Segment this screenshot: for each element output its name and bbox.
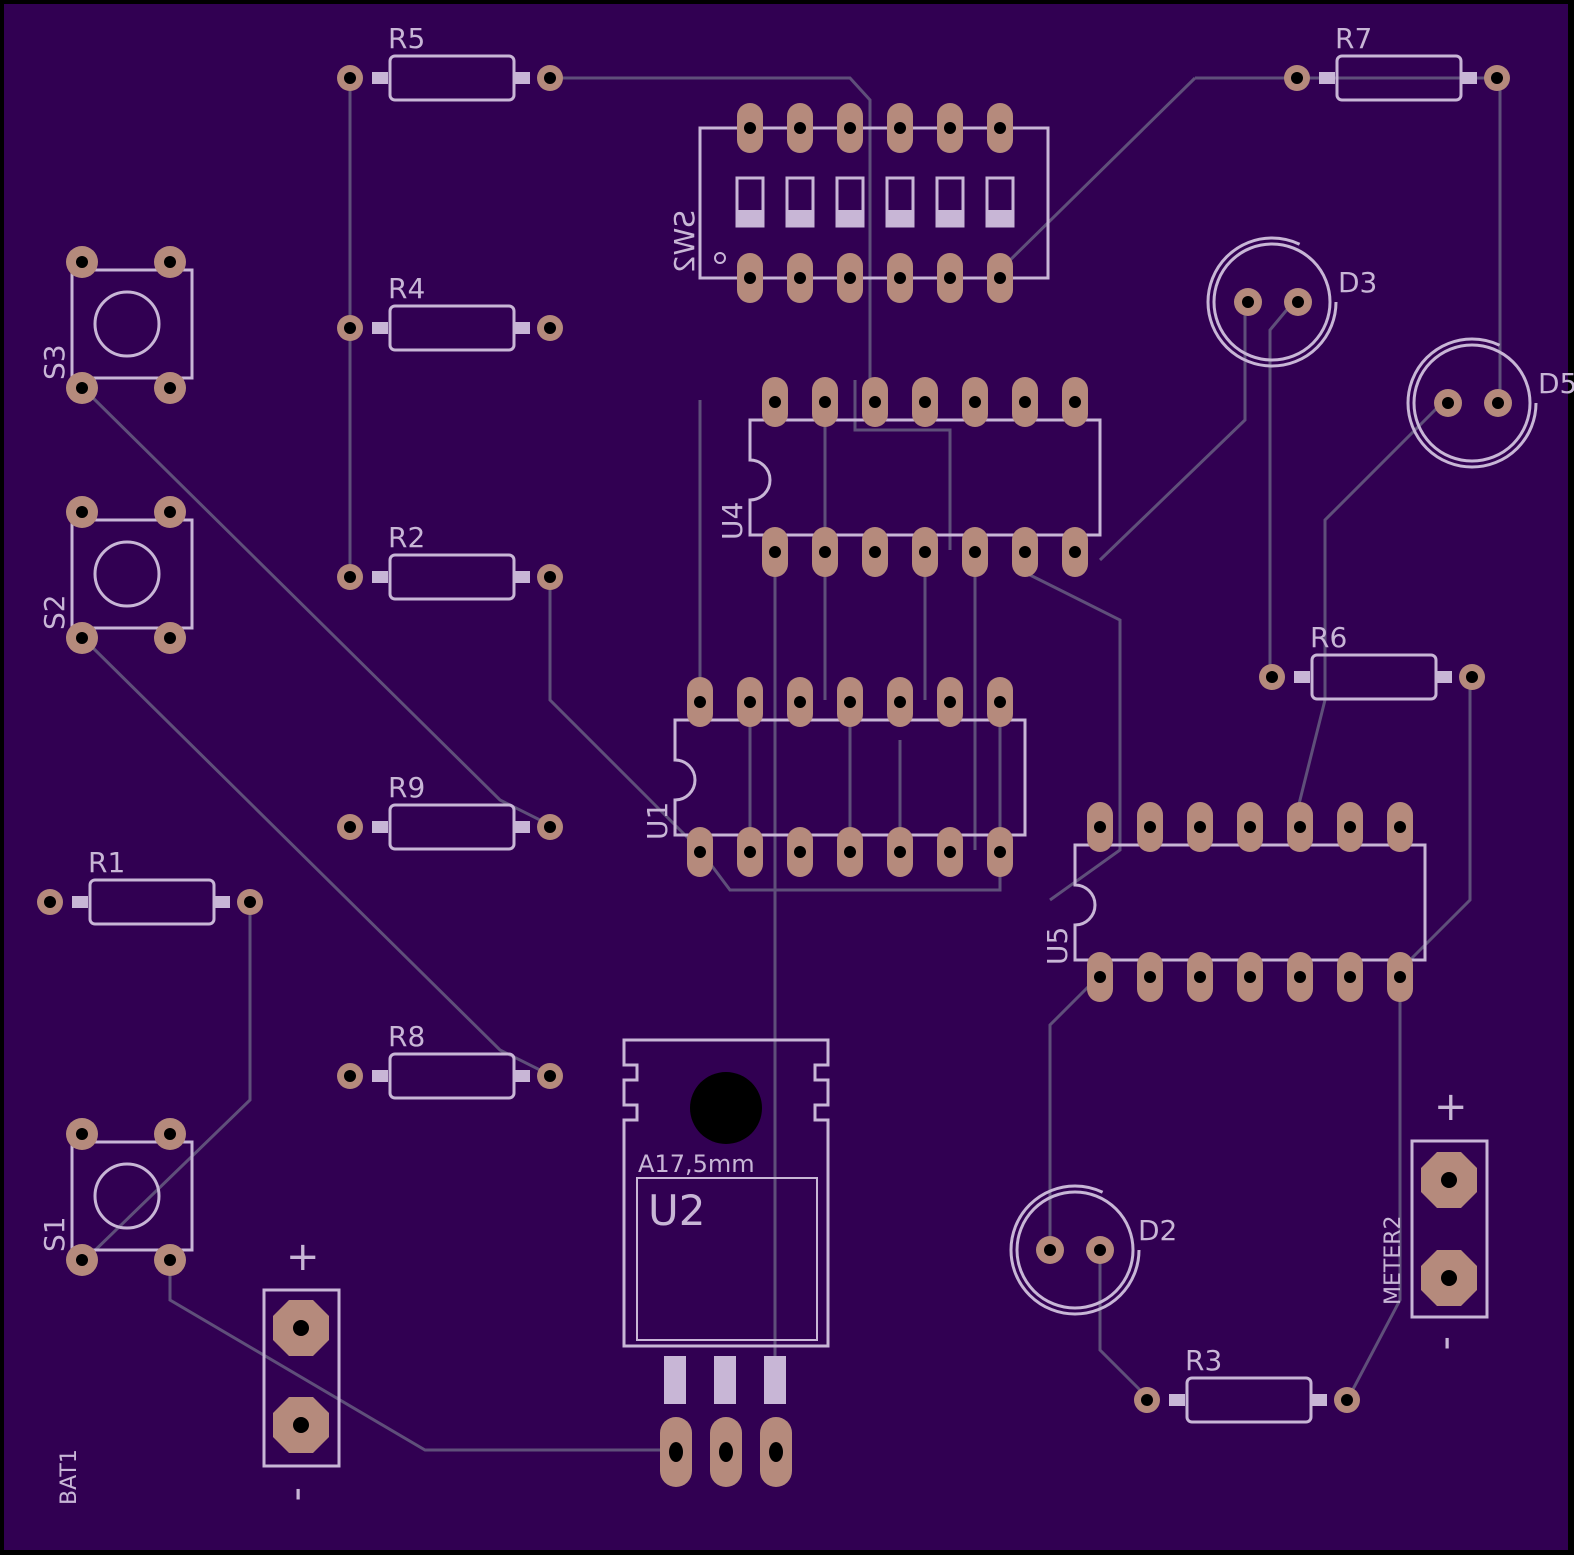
switch-s1: S1 [38, 1116, 194, 1278]
label-r8: R8 [388, 1020, 425, 1053]
resistor-r7: R7 [1282, 22, 1512, 102]
switch-s3: S3 [38, 244, 194, 406]
label-bat1-minus: - [277, 1487, 323, 1501]
label-r9: R9 [388, 771, 425, 804]
label-r4: R4 [388, 272, 425, 305]
led-d2: D2 [1009, 1184, 1177, 1316]
label-bat1: BAT1 [57, 1449, 82, 1505]
dip-switch-sw2: SW2 [668, 103, 1050, 303]
label-r5: R5 [388, 22, 425, 55]
label-u5: U5 [1041, 927, 1074, 965]
label-heatsink: A17,5mm [638, 1150, 755, 1178]
led-d3: D3 [1206, 236, 1377, 368]
resistor-r5: R5 [335, 22, 565, 102]
switch-s2: S2 [38, 494, 194, 656]
resistor-r6: R6 [1257, 621, 1487, 701]
label-sw2: SW2 [668, 210, 701, 273]
ic-u5: U5 [1041, 802, 1427, 1002]
label-d3: D3 [1338, 266, 1377, 299]
label-meter2-minus: - [1426, 1336, 1472, 1350]
ic-u1: U1 [641, 677, 1027, 877]
label-r3: R3 [1185, 1344, 1222, 1377]
connector-meter2: + - METER2 [1381, 1084, 1489, 1350]
label-u1: U1 [641, 802, 674, 840]
connector-bat1: + - BAT1 [57, 1234, 341, 1505]
label-d5: D5 [1538, 367, 1574, 400]
label-u4: U4 [716, 502, 749, 540]
label-r6: R6 [1310, 621, 1347, 654]
label-r1: R1 [88, 846, 125, 879]
label-u2: U2 [648, 1186, 705, 1235]
resistor-r2: R2 [335, 521, 565, 601]
label-bat1-plus: + [286, 1234, 320, 1280]
label-s3: S3 [38, 344, 71, 380]
label-r7: R7 [1335, 22, 1372, 55]
resistor-r8: R8 [335, 1020, 565, 1100]
label-meter2: METER2 [1381, 1215, 1406, 1305]
copper-traces [83, 76, 1502, 1452]
label-r2: R2 [388, 521, 425, 554]
resistor-r4: R4 [335, 272, 565, 352]
resistor-r3: R3 [1132, 1344, 1362, 1424]
resistor-r9: R9 [335, 771, 565, 851]
label-meter2-plus: + [1434, 1084, 1468, 1130]
ic-u4: U4 [716, 377, 1102, 577]
label-s2: S2 [38, 594, 71, 630]
label-s1: S1 [38, 1216, 71, 1252]
resistor-r1: R1 [35, 846, 265, 926]
led-d5: D5 [1406, 337, 1574, 469]
label-d2: D2 [1138, 1214, 1177, 1247]
regulator-u2: A17,5mm U2 [622, 1038, 830, 1487]
